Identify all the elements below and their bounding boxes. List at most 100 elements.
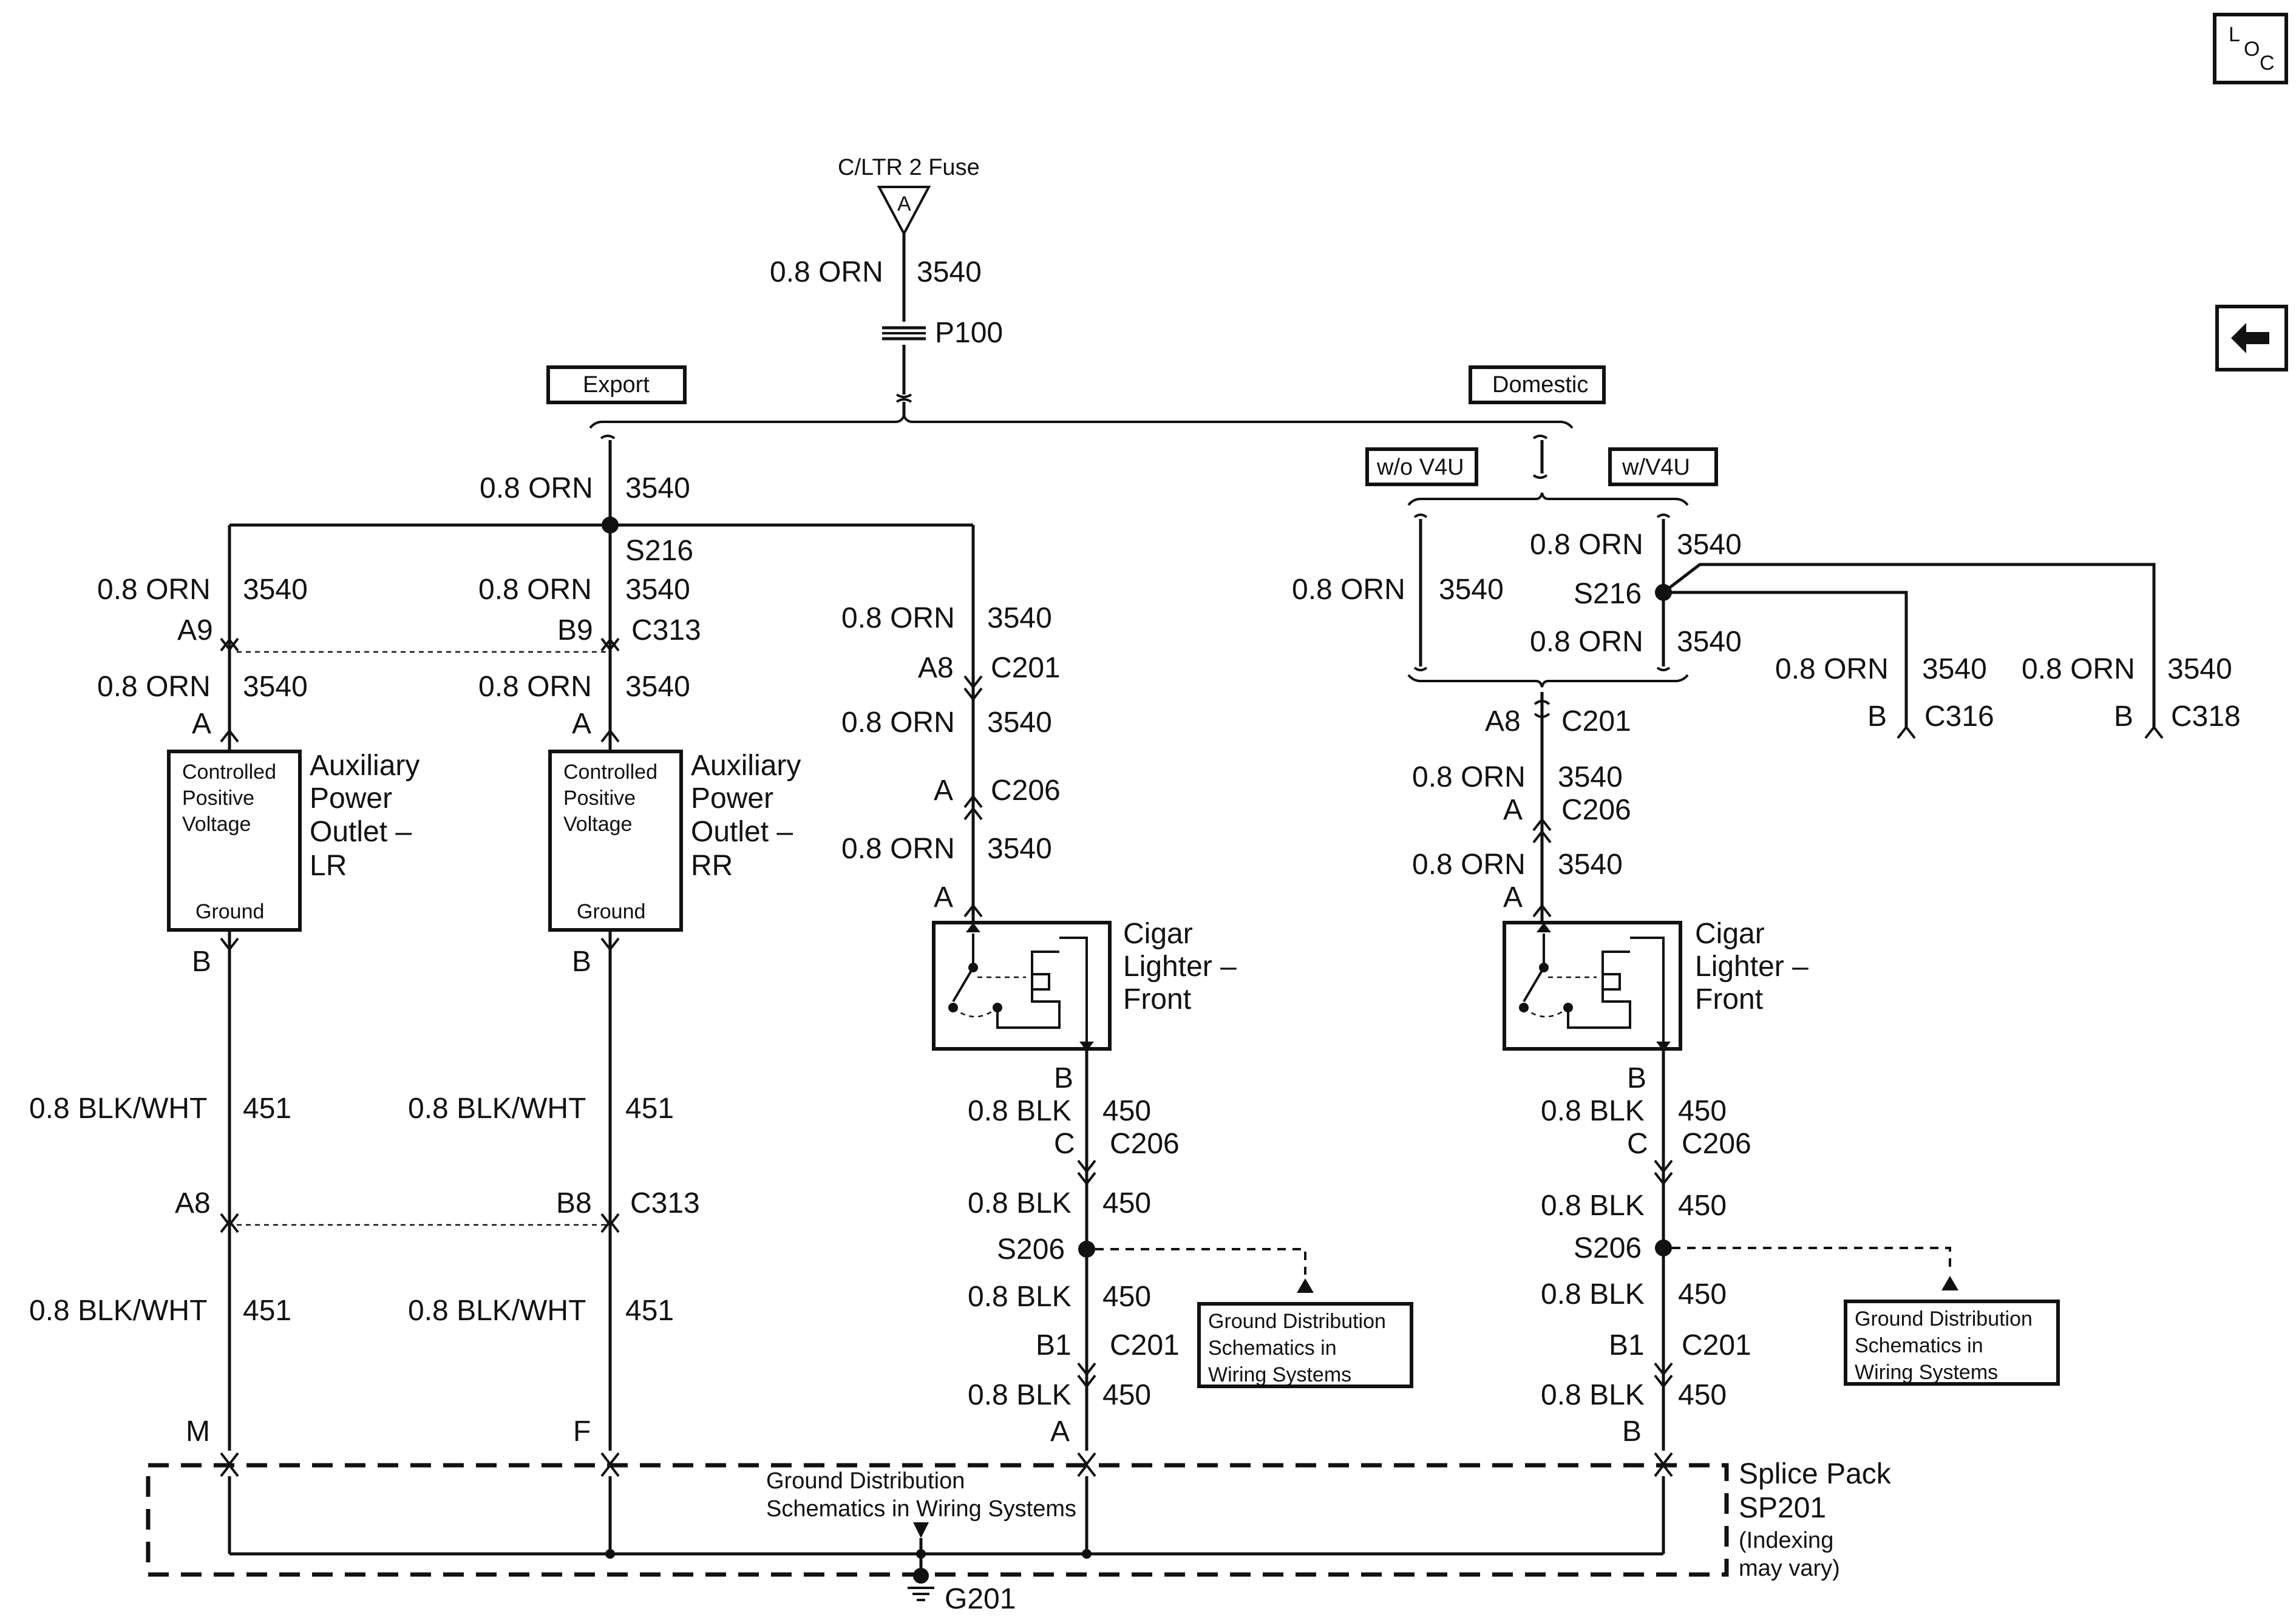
dom-cigar-lighter-name: Cigar Lighter – Front xyxy=(1695,918,1809,1015)
c313-label-top: C313 xyxy=(631,614,701,646)
svg-text:Wiring Systems: Wiring Systems xyxy=(1855,1361,1998,1384)
svg-text:Positive: Positive xyxy=(182,787,254,810)
export-label: Export xyxy=(583,372,650,398)
dom-cigar-lighter-box xyxy=(1503,921,1682,1051)
g201-label: G201 xyxy=(945,1583,1016,1615)
s206-domestic-splice-dot xyxy=(1655,1239,1672,1256)
g201-ground-icon xyxy=(908,1568,934,1601)
dom-gnd-gauge-3: 0.8 BLK xyxy=(1541,1278,1645,1310)
lr-pin-a: A xyxy=(192,708,211,740)
aux-outlet-lr-name: Auxiliary Power Outlet – LR xyxy=(310,750,419,882)
domestic-tag xyxy=(1469,365,1606,404)
exp-gnd-gauge-3: 0.8 BLK xyxy=(968,1281,1072,1313)
exp-lighter-pin-b: B xyxy=(1054,1062,1073,1094)
svg-text:Front: Front xyxy=(1695,983,1763,1015)
rr-pin-f: F xyxy=(573,1415,591,1448)
dom-pin-b-splice: B xyxy=(1622,1415,1642,1448)
svg-text:Ground: Ground xyxy=(195,900,264,923)
wo-v4u-tag xyxy=(1365,447,1478,486)
s216-domestic-label: S216 xyxy=(1574,578,1642,610)
wo-v4u-gauge: 0.8 ORN xyxy=(1292,574,1405,606)
rr-gnd-circuit-bot: 451 xyxy=(625,1295,674,1327)
svg-text:Outlet –: Outlet – xyxy=(691,816,793,848)
svg-text:Positive: Positive xyxy=(563,787,636,810)
loc-letter-l: L xyxy=(2229,23,2240,46)
svg-text:Outlet –: Outlet – xyxy=(310,816,412,848)
c313-label-bottom: C313 xyxy=(630,1187,700,1219)
exp-gnd-gauge-4: 0.8 BLK xyxy=(968,1379,1072,1411)
back-arrow-icon xyxy=(2231,323,2269,353)
dom-gnd-circuit-4: 450 xyxy=(1678,1379,1727,1411)
lr-pin-a9: A9 xyxy=(177,614,213,646)
exp-gnd-gauge-2: 0.8 BLK xyxy=(968,1187,1072,1219)
lr-gauge-top: 0.8 ORN xyxy=(97,574,211,606)
rr-gnd-gauge-bot: 0.8 BLK/WHT xyxy=(408,1295,586,1327)
export-tag xyxy=(546,365,687,404)
exp-lighter-gauge-2: 0.8 ORN xyxy=(841,707,955,739)
svg-text:Wiring Systems: Wiring Systems xyxy=(1208,1363,1351,1386)
v4u-merge-brace xyxy=(1407,674,1689,688)
dom-gnd-circuit-2: 450 xyxy=(1678,1190,1727,1222)
c318-circuit: 3540 xyxy=(2167,653,2232,685)
svg-text:Schematics in: Schematics in xyxy=(1208,1337,1337,1360)
svg-text:Schematics in: Schematics in xyxy=(1855,1334,1983,1357)
v4u-brace xyxy=(1407,492,1689,506)
exp-c201-gnd-label: C201 xyxy=(1110,1329,1180,1361)
lr-gnd-circuit-bot: 451 xyxy=(243,1295,291,1327)
ground-dist-ref-domestic[interactable]: Ground Distribution Schematics in Wiring… xyxy=(1844,1300,2060,1386)
ground-dist-ref-export[interactable]: Ground Distribution Schematics in Wiring… xyxy=(1197,1302,1413,1388)
svg-text:Ground: Ground xyxy=(577,900,645,923)
dom-c201-gnd-label: C201 xyxy=(1682,1329,1751,1361)
dom-pin-b1: B1 xyxy=(1609,1329,1645,1361)
exp-gnd-gauge-1: 0.8 BLK xyxy=(968,1095,1072,1127)
ground-ref-arrow-icon xyxy=(1297,1278,1314,1293)
svg-text:Controlled: Controlled xyxy=(182,761,276,784)
splice-pack-outline xyxy=(146,1463,1729,1577)
lr-gnd-circuit-top: 451 xyxy=(243,1093,291,1125)
exp-lighter-circuit-1: 3540 xyxy=(987,602,1052,634)
rr-pin-a: A xyxy=(572,708,591,740)
svg-text:RR: RR xyxy=(691,850,733,882)
svg-text:Ground Distribution: Ground Distribution xyxy=(1208,1310,1386,1333)
back-button[interactable] xyxy=(2215,305,2288,371)
loc-button[interactable]: L O C xyxy=(2213,13,2288,84)
rr-pin-b: B xyxy=(572,946,591,978)
s206-export-splice-dot xyxy=(1078,1241,1095,1258)
exp-cigar-lighter-box xyxy=(932,921,1112,1051)
exp-c206-gnd-label: C206 xyxy=(1110,1128,1180,1160)
fuse-label: C/LTR 2 Fuse xyxy=(838,155,980,180)
c316-label: C316 xyxy=(1924,700,1994,733)
exp-lighter-circuit-3: 3540 xyxy=(987,833,1052,865)
lr-pin-m: M xyxy=(186,1415,210,1448)
dom-gnd-circuit-1: 450 xyxy=(1678,1095,1727,1127)
dom-gnd-gauge-4: 0.8 BLK xyxy=(1541,1379,1645,1411)
svg-text:Ground Distribution: Ground Distribution xyxy=(766,1468,965,1494)
ground-ref-arrow-icon-2 xyxy=(1941,1276,1958,1290)
exp-pin-a-c206: A xyxy=(934,775,953,807)
exp-lighter-gauge-1: 0.8 ORN xyxy=(841,602,955,634)
svg-text:Auxiliary: Auxiliary xyxy=(310,750,419,782)
rr-pin-b8: B8 xyxy=(556,1187,592,1219)
feed-gauge: 0.8 ORN xyxy=(770,256,883,288)
s216-label: S216 xyxy=(625,535,693,567)
lr-gauge-mid: 0.8 ORN xyxy=(97,671,211,703)
dom-lighter-pin-b: B xyxy=(1627,1062,1646,1094)
aux-outlet-rr-box: Controlled Positive Voltage Ground xyxy=(548,750,683,932)
exp-c206-label: C206 xyxy=(991,775,1061,807)
svg-text:LR: LR xyxy=(310,850,347,882)
exp-gnd-circuit-2: 450 xyxy=(1102,1187,1151,1219)
dom-c206-label: C206 xyxy=(1561,794,1631,826)
aux-outlet-lr-box: Controlled Positive Voltage Ground xyxy=(167,750,302,932)
exp-pin-c: C xyxy=(1054,1128,1075,1160)
svg-text:Lighter –: Lighter – xyxy=(1123,951,1237,983)
svg-text:Splice Pack: Splice Pack xyxy=(1739,1458,1892,1490)
dom-lighter-gauge-2: 0.8 ORN xyxy=(1412,849,1526,881)
wv4u-gauge-bot: 0.8 ORN xyxy=(1530,626,1643,658)
exp-gnd-circuit-1: 450 xyxy=(1102,1095,1151,1127)
lr-pin-b: B xyxy=(192,946,211,978)
svg-text:Front: Front xyxy=(1123,983,1191,1015)
exp-c201-label: C201 xyxy=(991,652,1061,684)
dom-pin-a8: A8 xyxy=(1485,705,1521,737)
p100-label: P100 xyxy=(935,317,1003,349)
svg-text:Voltage: Voltage xyxy=(563,813,632,836)
